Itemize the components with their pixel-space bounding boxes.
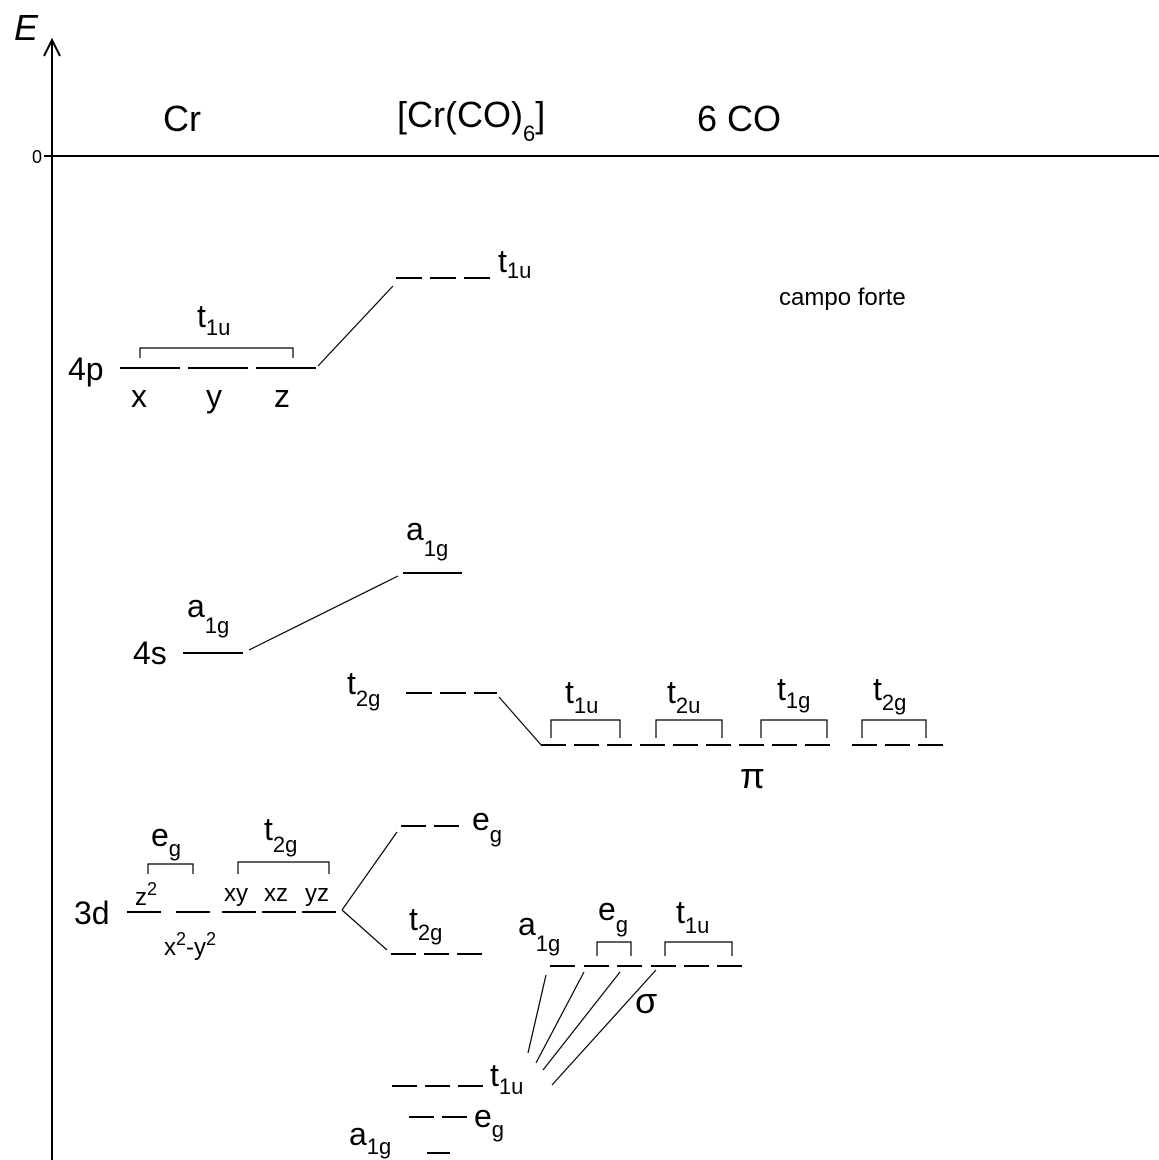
label-4p: 4p [68,351,104,387]
header-metal: Cr [163,98,201,139]
correlation-4s-a1g [248,575,399,651]
bracket-3d-eg [147,863,194,874]
correlation-sigma [527,969,657,1086]
label-4s-a1g: a1g [187,588,229,638]
label-eg-star: eg [472,801,502,847]
label-3d-yz: yz [305,880,329,907]
energy-label: E [14,7,39,48]
header-ligand: 6 CO [697,98,781,139]
label-3d-eg: eg [151,817,181,861]
label-3d-t2g: t2g [264,811,297,857]
correlation-3d-t2g [341,909,388,951]
bracket-3d-t2g [237,861,330,874]
label-4p-t1u: t1u [197,298,230,340]
label-t2g-nb: t2g [409,901,442,945]
zero-label: 0 [32,147,42,167]
ligand-pi-brackets [550,719,927,738]
label-eg-bond: eg [474,1098,504,1142]
label-4s: 4s [133,635,167,671]
label-sigma-eg: eg [598,891,628,937]
bracket-4p-t1u [139,347,294,358]
energy-axis-arrow [43,37,61,57]
label-a1g-bond: a1g [349,1116,391,1159]
label-t1u-top: t1u [498,243,531,283]
label-4p-z: z [274,378,290,414]
label-t2g-pi: t2g [347,665,380,711]
label-4p-y: y [206,378,222,414]
field-note: campo forte [779,284,906,311]
ligand-sigma-brackets [596,941,733,956]
correlation-3d-eg [341,831,398,911]
label-3d: 3d [74,895,110,931]
label-3d-x2y2: x2-y2 [164,929,216,961]
label-pi: π [740,755,765,796]
header-complex: [Cr(CO)6] [397,94,545,146]
label-pi-t1u: t1u [565,674,598,718]
label-sigma: σ [635,980,657,1021]
correlation-4p-t1u [317,285,394,367]
label-3d-z2: z2 [135,879,157,911]
label-sigma-a1g: a1g [518,906,560,956]
label-pi-t1g: t1g [777,671,810,713]
label-3d-xy: xy [224,880,248,907]
correlation-t2g-pi [498,696,543,747]
label-t1u-bond: t1u [490,1057,523,1099]
label-pi-t2g: t2g [873,671,906,715]
label-pi-t2u: t2u [667,674,700,718]
label-sigma-t1u: t1u [676,894,709,938]
label-3d-xz: xz [264,880,288,907]
label-4p-x: x [131,378,147,414]
label-a1g-top: a1g [406,511,448,561]
